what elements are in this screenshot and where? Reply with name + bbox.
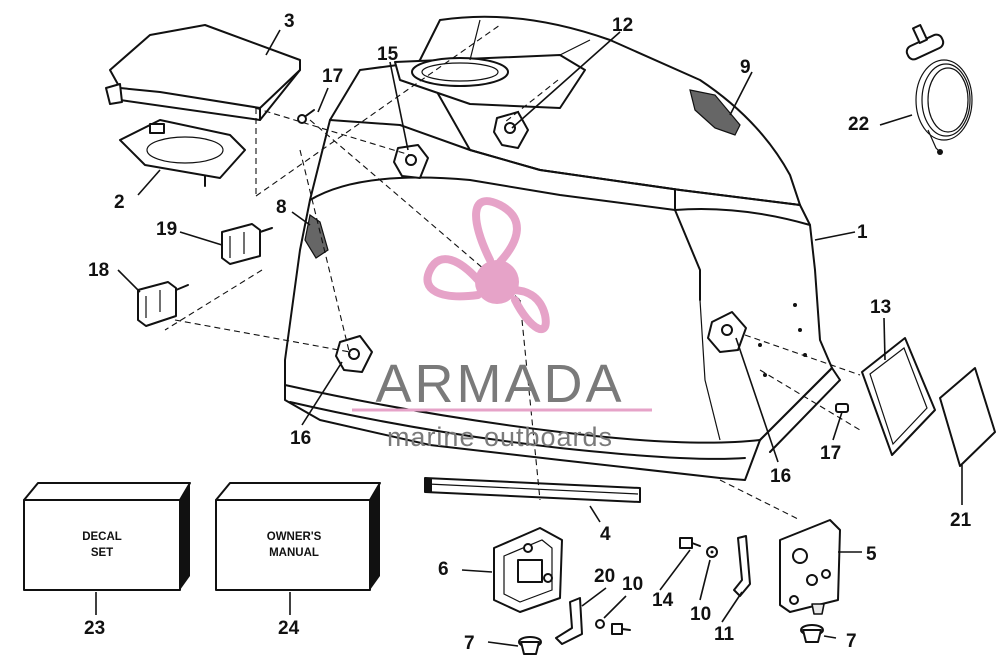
seal-strip-left — [304, 213, 329, 259]
bracket-part-19 — [221, 223, 273, 265]
decal-set-label-line2: SET — [91, 547, 113, 559]
owners-manual-label-line2: MANUAL — [269, 547, 319, 559]
clip-part-20 — [555, 597, 583, 645]
callout-19: 19 — [156, 219, 177, 240]
plug-7-right — [800, 624, 824, 643]
callout-21: 21 — [950, 510, 972, 531]
bracket-part-18 — [137, 281, 189, 327]
screw-14-upper — [679, 537, 701, 549]
brand-watermark: ARMADA marine outboards — [352, 197, 652, 452]
tray-part-2 — [119, 119, 246, 187]
propeller-logo-icon — [423, 197, 550, 334]
callout-6: 6 — [438, 559, 449, 580]
callout-17-top: 17 — [322, 66, 343, 87]
callout-4: 4 — [600, 524, 611, 545]
brand-tagline: marine outboards — [387, 422, 613, 452]
lid-part-3 — [105, 24, 301, 121]
callout-13: 13 — [870, 297, 891, 318]
callout-7-left: 7 — [464, 633, 475, 654]
decal-set-box — [23, 482, 191, 591]
washer-10-lower — [595, 619, 605, 629]
callout-16-right: 16 — [770, 466, 791, 487]
callout-3: 3 — [284, 11, 295, 32]
callout-15: 15 — [377, 44, 399, 65]
callout-18: 18 — [88, 260, 109, 281]
callout-9: 9 — [740, 57, 751, 78]
latch-part-6 — [493, 527, 563, 613]
bracket-16-right — [707, 311, 747, 353]
callout-20: 20 — [594, 566, 615, 587]
strip-part-4 — [424, 477, 641, 503]
callout-23: 23 — [84, 618, 105, 639]
callout-1: 1 — [857, 222, 868, 243]
callout-17-right: 17 — [820, 443, 841, 464]
pin-17-top — [297, 109, 315, 124]
pin-17-right — [835, 403, 849, 413]
callout-7-right: 7 — [846, 631, 857, 652]
callout-24: 24 — [278, 618, 300, 639]
callout-2: 2 — [114, 192, 125, 213]
seal-strip-right — [689, 89, 741, 136]
plug-7-left — [518, 636, 542, 655]
bracket-15 — [393, 144, 429, 179]
brand-name: ARMADA — [375, 354, 624, 414]
callout-16-left: 16 — [290, 428, 311, 449]
leader-lines — [95, 29, 963, 647]
callout-10-left: 10 — [622, 574, 643, 595]
owners-manual-box — [215, 482, 381, 591]
bracket-16-left — [335, 335, 373, 373]
callout-22: 22 — [848, 114, 869, 135]
callout-12: 12 — [612, 15, 633, 36]
callout-10-right: 10 — [690, 604, 711, 625]
decal-set-label-line1: DECAL — [82, 531, 122, 543]
callout-5: 5 — [866, 544, 877, 565]
callout-8: 8 — [276, 197, 287, 218]
callout-11: 11 — [714, 624, 735, 645]
callout-14: 14 — [652, 590, 674, 611]
clip-part-11 — [733, 535, 751, 597]
panel-part-13 — [861, 337, 936, 456]
screw-14-lower — [611, 623, 631, 635]
cable-part-22 — [905, 24, 973, 155]
owners-manual-label-line1: OWNER'S — [267, 531, 322, 543]
panel-part-21 — [939, 367, 996, 467]
callout-numbers: 3 2 17 15 12 9 8 19 18 1 22 13 16 16 17 … — [84, 11, 972, 654]
washer-10-upper — [706, 546, 718, 558]
latch-plate-part-5 — [779, 519, 841, 615]
